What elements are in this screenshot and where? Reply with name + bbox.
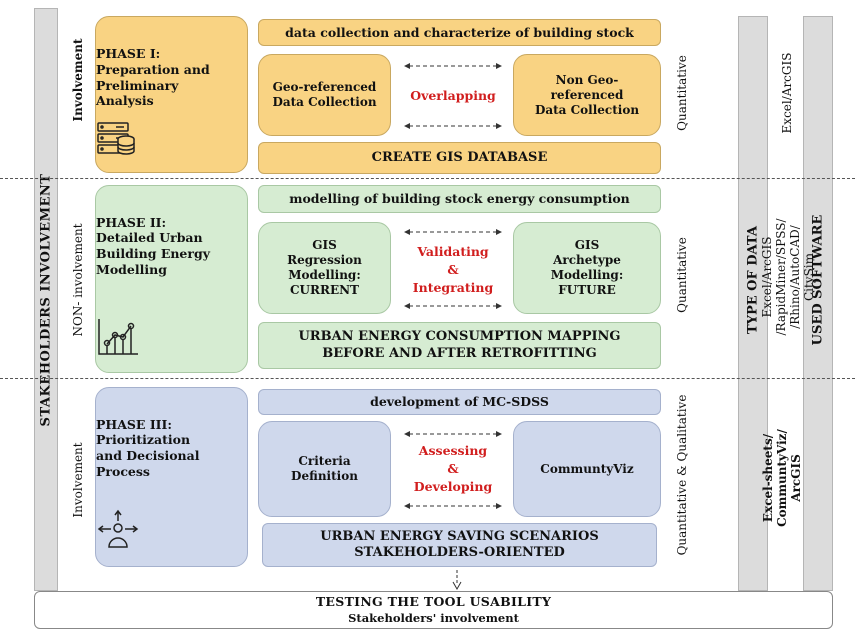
phase2-bottom-line-2: BEFORE AND AFTER RETROFITTING — [322, 345, 597, 361]
phase3-bottom-line-1: URBAN ENERGY SAVING SCENARIOS — [320, 528, 599, 544]
phase1-subtitle-1: Preparation and — [96, 61, 210, 77]
phase3-subtitle-1: Prioritization — [96, 432, 191, 448]
phase1-left-line-2: Data Collection — [272, 95, 377, 109]
phase3-top-bar: development of MC-SDSS — [258, 389, 661, 415]
phase1-top-bar: data collection and characterize of buil… — [258, 19, 661, 46]
stakeholders-label: STAKEHOLDERS INVOLVEMENT — [38, 173, 54, 427]
phase1-software: Excel/ArcGIS — [780, 52, 794, 134]
phase2-arrow-bottom — [400, 300, 506, 312]
phase3-bottom-line-2: STAKEHOLDERS-ORIENTED — [354, 545, 565, 560]
phase1-bottom-bar: CREATE GIS DATABASE — [258, 142, 661, 174]
phase2-left-line-2: Regression — [287, 253, 362, 267]
phase3-subtitle-3: Process — [96, 463, 150, 479]
separator-1 — [0, 178, 855, 179]
phase1-involvement: Involvement — [71, 38, 85, 122]
phase2-left-line-3: Modelling: — [288, 268, 361, 282]
phase2-subtitle-3: Modelling — [96, 261, 167, 277]
final-box: TESTING THE TOOL USABILITY Stakeholders'… — [34, 591, 833, 629]
final-title: TESTING THE TOOL USABILITY — [315, 594, 552, 609]
phase2-link-line-2: & — [447, 262, 459, 278]
phase1-title: PHASE I: — [96, 46, 161, 62]
phase2-bottom-bar: URBAN ENERGY CONSUMPTION MAPPING BEFORE … — [258, 322, 661, 369]
phase3-subtitle-2: and Decisional — [96, 448, 200, 463]
phase2-left-box: GIS Regression Modelling: CURRENT — [258, 222, 391, 314]
phase3-link-text: Assessing & Developing — [395, 442, 511, 496]
phase2-left-line-1: GIS — [312, 238, 337, 252]
phase2-software-line-2: /RapidMiner/SPSS/ — [774, 218, 788, 336]
phase2-link-line-1: Validating — [417, 244, 489, 259]
phase2-involvement: NON- involvement — [71, 223, 85, 337]
phase2-right-box: GIS Archetype Modelling: FUTURE — [513, 222, 661, 314]
phase3-left-line-1: Criteria — [298, 454, 351, 468]
phase3-software-line-3: ArcGIS — [789, 454, 803, 502]
down-arrow — [452, 570, 462, 591]
phase2-subtitle-2: Building Energy — [96, 246, 210, 261]
phase3-left-box: Criteria Definition — [258, 421, 391, 517]
phase3-title: PHASE III: — [96, 416, 172, 432]
phase3-right-box: CommuntyViz — [513, 421, 661, 517]
phase1-arrow-bottom — [400, 120, 506, 132]
phase1-subtitle-2: Preliminary — [96, 77, 179, 93]
type-of-data-bar — [738, 16, 768, 591]
phase2-right-line-4: FUTURE — [558, 283, 616, 297]
growth-chart-icon — [96, 317, 140, 357]
phase3-arrow-bottom — [400, 500, 506, 512]
phase1-right-line-3: Data Collection — [534, 102, 640, 117]
phase1-subtitle-3: Analysis — [96, 93, 154, 109]
phase3-bottom-bar: URBAN ENERGY SAVING SCENARIOS STAKEHOLDE… — [262, 523, 657, 567]
phase1-link-text: Overlapping — [410, 88, 496, 103]
stakeholders-bar — [34, 8, 58, 591]
phase2-right-line-2: Archetype — [553, 253, 621, 267]
final-subtitle: Stakeholders' involvement — [348, 611, 519, 625]
phase2-bottom-line-1: URBAN ENERGY CONSUMPTION MAPPING — [298, 329, 621, 345]
phase2-software-line-3: /Rhino/AutoCAD/ — [788, 225, 802, 329]
phase2-arrow-top — [400, 226, 506, 238]
phase1-arrow-top — [400, 60, 506, 72]
phase1-right-line-2: referenced — [550, 87, 624, 102]
type-of-data-label: TYPE OF DATA — [745, 226, 761, 334]
phase3-link-line-1: Assessing — [418, 443, 488, 458]
phase1-left-box: Geo-referenced Data Collection — [258, 54, 391, 136]
phase2-right-line-1: GIS — [574, 238, 600, 252]
phase3-link-line-2: & — [447, 461, 459, 477]
phase1-left-line-1: Geo-referenced — [272, 80, 377, 94]
phase2-software-line-1: Excel/ArcGIS — [760, 236, 774, 318]
user-network-icon — [96, 509, 140, 551]
phase1-right-line-1: Non Geo- — [555, 72, 619, 87]
phase3-card: PHASE III: Prioritization and Decisional… — [95, 387, 248, 567]
phase3-left-line-2: Definition — [291, 469, 358, 483]
phase2-link-text: Validating & Integrating — [395, 243, 511, 297]
phase2-card: PHASE II: Detailed Urban Building Energy… — [95, 185, 248, 373]
phase1-data-type: Quantitative — [675, 55, 689, 131]
phase2-right-line-3: Modelling: — [550, 268, 624, 282]
phase2-left-line-4: CURRENT — [289, 283, 359, 297]
phase2-link-line-3: Integrating — [412, 280, 494, 296]
separator-2 — [0, 378, 855, 379]
phase1-right-box: Non Geo- referenced Data Collection — [513, 54, 661, 136]
phase2-title: PHASE II: — [96, 214, 167, 230]
phase2-software-line-4: CitySim — [802, 252, 816, 302]
phase1-card: PHASE I: Preparation and Preliminary Ana… — [95, 16, 248, 173]
phase2-top-bar: modelling of building stock energy consu… — [258, 185, 661, 213]
phase3-link-line-3: Developing — [413, 479, 493, 495]
phase2-subtitle-1: Detailed Urban — [96, 230, 203, 246]
phase3-data-type: Quantitative & Qualitative — [675, 394, 689, 556]
phase2-data-type: Quantitative — [675, 237, 689, 313]
phase3-arrow-top — [400, 428, 506, 440]
phase3-involvement: Involvement — [71, 442, 85, 518]
database-server-icon — [96, 121, 136, 157]
phase3-software-line-1: Excel-sheets/ — [761, 433, 775, 523]
used-software-bar — [803, 16, 833, 591]
phase3-software-line-2: CommuntyViz/ — [775, 429, 789, 527]
